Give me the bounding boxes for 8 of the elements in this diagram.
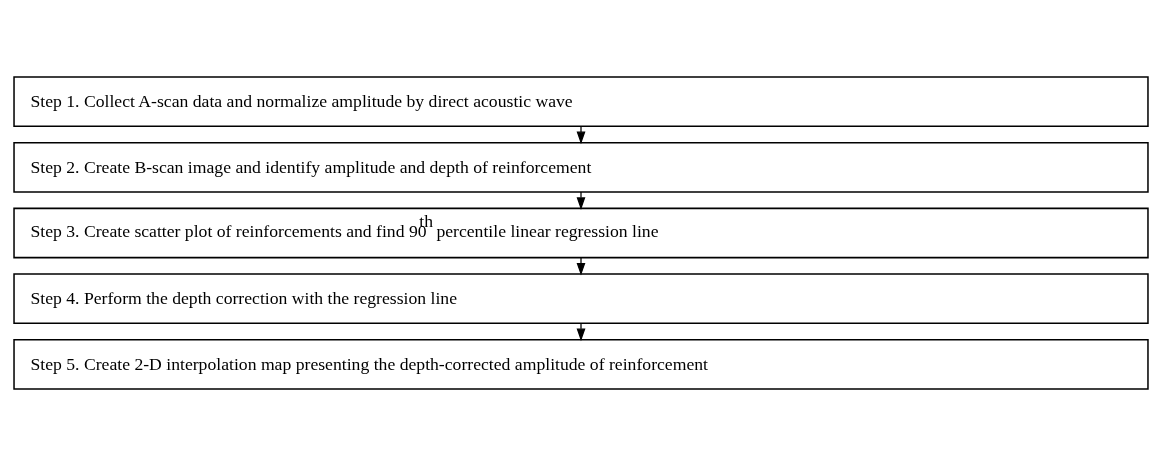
arrow — [576, 191, 586, 210]
arrow — [576, 125, 586, 144]
node-box: Step 1. Collect A-scan data and normalize amplitude by direct acoustic wave — [13, 75, 1149, 127]
arrow — [576, 322, 586, 341]
node-box: Step 4. Perform the depth correction with the regression line — [13, 272, 1149, 324]
arrow — [576, 256, 586, 276]
node-box: Step 5. Create 2-D interpolation map presenting the depth-corrected amplitude of reinforcement — [13, 338, 1149, 390]
node-box: Step 2. Create B-scan image and identify amplitude and depth of reinforcement — [13, 141, 1149, 193]
